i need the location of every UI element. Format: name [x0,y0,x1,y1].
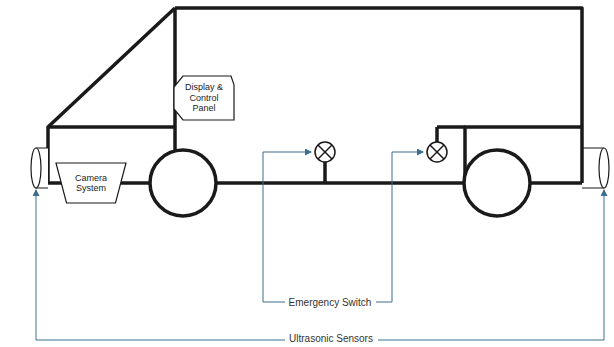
node-text: Display & Control Panel [174,80,234,115]
wheel [150,150,530,216]
display-panel-box: Display & Control Panel [174,76,234,120]
panel-line [437,125,465,129]
leader-line [36,152,604,340]
panel-line [437,162,438,183]
shape-outline [174,76,234,120]
switch-symbol [315,142,447,162]
panel-line [435,127,439,142]
camera-box: Camera System [56,163,126,203]
node-text: Camera System [56,171,126,196]
callout-label: Emergency Switch [286,297,375,308]
shape-outline [56,163,126,203]
callout-label: Ultrasonic Sensors [286,333,376,344]
